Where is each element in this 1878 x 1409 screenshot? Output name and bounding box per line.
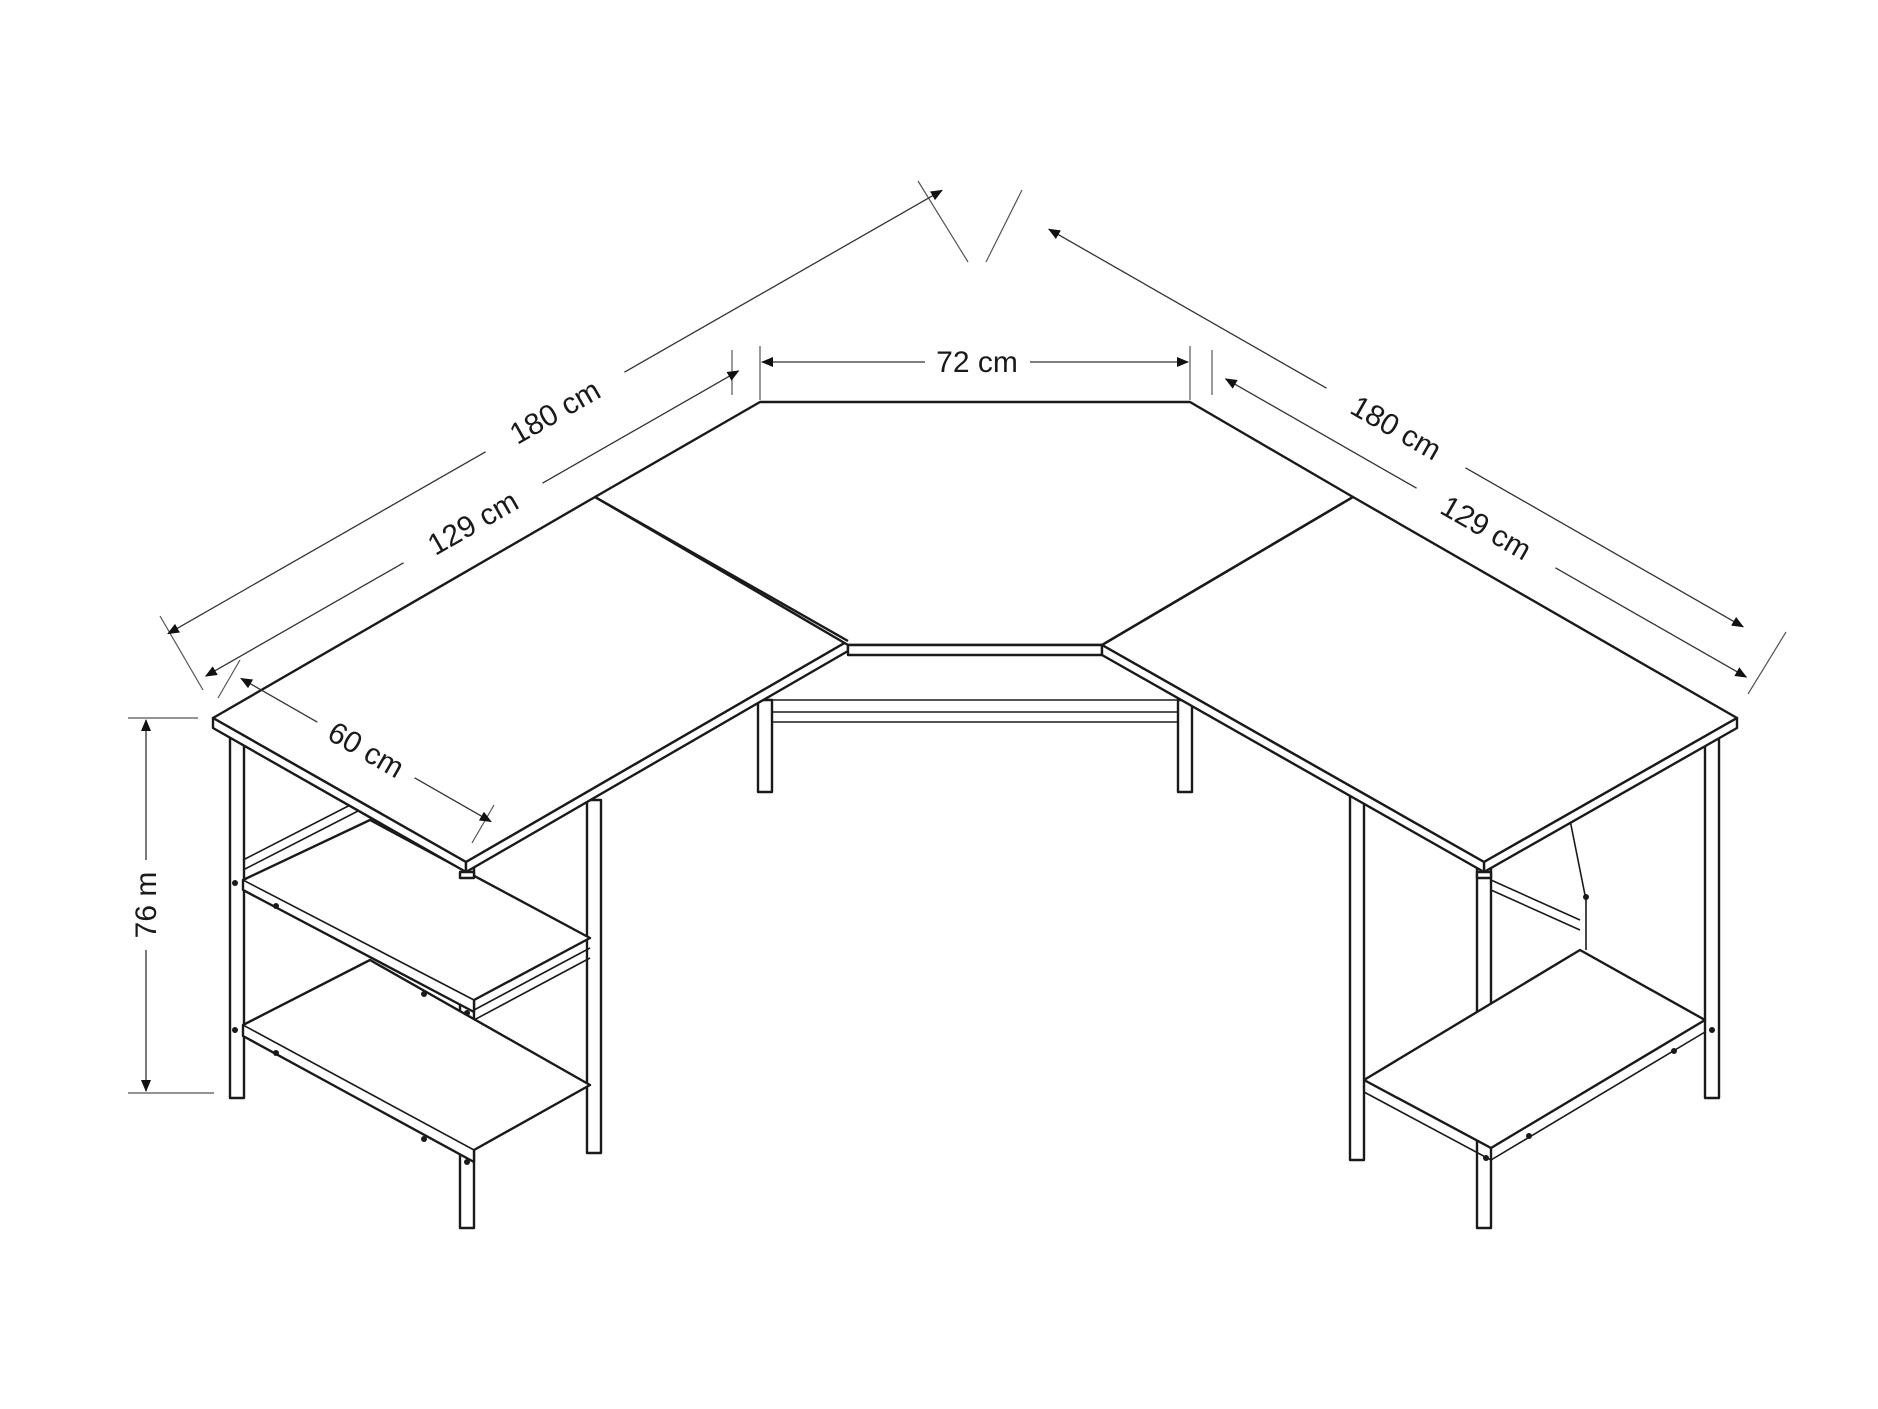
corner-desk — [211, 400, 1739, 1230]
dimension-label-top-width: 72 cm — [936, 346, 1018, 379]
dimension-height: 76 m — [128, 717, 214, 1094]
front-legs — [458, 870, 1493, 880]
desk-top — [211, 400, 1739, 874]
dimension-top-width: 72 cm — [759, 346, 1191, 400]
dimension-label-left-total: 180 cm — [504, 374, 606, 452]
back-legs — [756, 698, 1194, 794]
right-shelf-unit — [1348, 736, 1721, 1230]
dimension-label-height: 76 m — [130, 872, 163, 939]
left-shelf-unit — [228, 736, 603, 1230]
